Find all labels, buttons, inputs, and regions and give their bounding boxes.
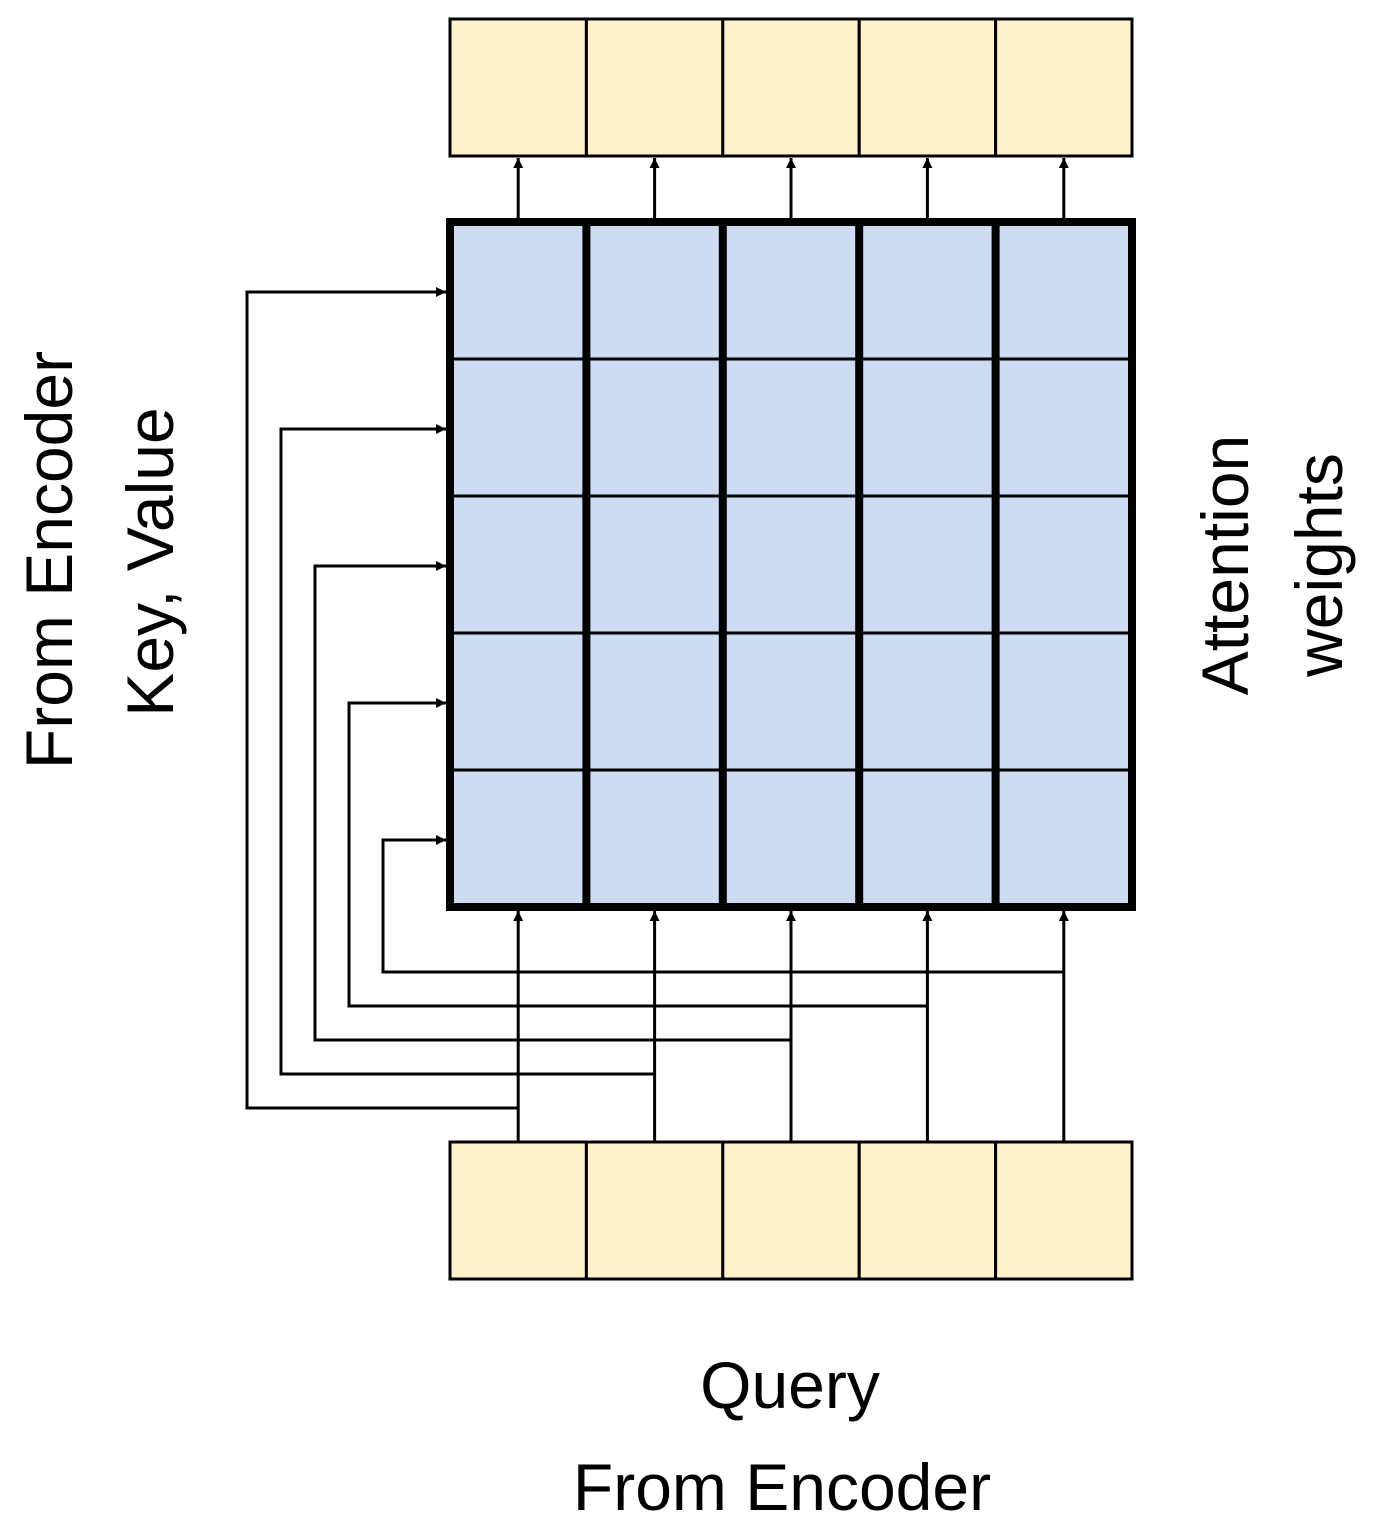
wiring	[245, 158, 1069, 1142]
key-value-wire-5	[381, 835, 1064, 974]
query-token-4	[857, 1140, 998, 1281]
output-token-5	[994, 17, 1134, 158]
bottom-label-query: Query	[700, 1348, 880, 1422]
left-label-key-value: Key, Value	[113, 407, 187, 716]
query-token-1	[448, 1140, 588, 1281]
matrix-border	[446, 218, 1136, 911]
attention-matrix	[446, 218, 1136, 911]
key-value-wire-2	[279, 424, 655, 1076]
output-token-2	[584, 17, 725, 158]
output-token-row	[448, 17, 1134, 158]
query-token-3	[721, 1140, 861, 1281]
right-label-attention: Attention	[1188, 435, 1262, 696]
output-token-4	[857, 17, 998, 158]
key-value-wire-1	[245, 287, 519, 1110]
matrix-background	[450, 222, 1132, 907]
query-token-row	[448, 1140, 1134, 1281]
key-value-wire-3	[313, 561, 791, 1042]
query-token-5	[994, 1140, 1134, 1281]
output-token-3	[721, 17, 861, 158]
left-label-from-encoder: From Encoder	[12, 351, 86, 769]
key-value-wire-4	[347, 698, 928, 1008]
right-label-weights: weights	[1282, 453, 1356, 678]
output-token-1	[448, 17, 588, 158]
query-token-2	[584, 1140, 725, 1281]
bottom-label-from-encoder: From Encoder	[573, 1450, 991, 1524]
